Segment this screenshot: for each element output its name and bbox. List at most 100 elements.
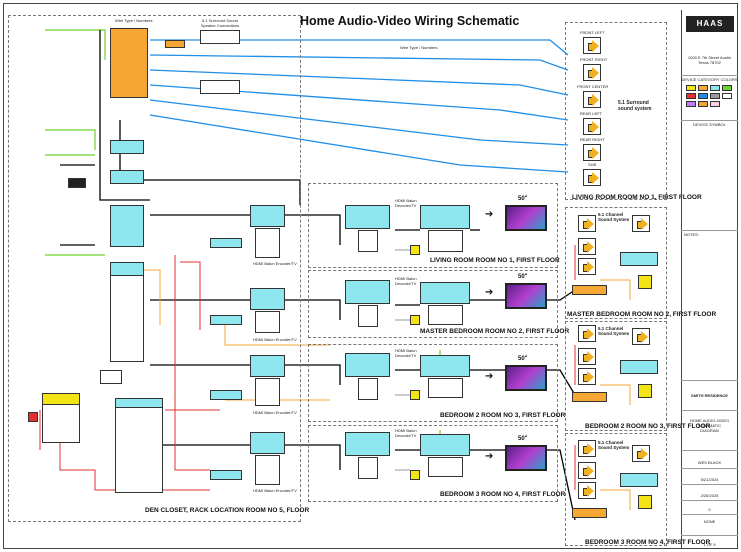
encoder-3 (250, 355, 285, 377)
company-logo: HAAS (686, 16, 734, 32)
encoder-3-label: HDMI Balun Encoder/TV (253, 410, 297, 415)
encoder-1-label: HDMI Balun Encoder/TV (253, 261, 297, 266)
encoder-1-body (255, 228, 280, 258)
bed2-remote (410, 390, 420, 400)
bed2-label: BEDROOM 2 ROOM NO 3, FIRST FLOOR (440, 412, 566, 419)
closet-label: DEN CLOSET, RACK LOCATION ROOM NO 5, FLO… (145, 507, 310, 514)
wire-orange-6 (600, 489, 631, 510)
master-receiver (420, 282, 470, 304)
living-receiver (420, 205, 470, 229)
wire-orange-4 (600, 279, 631, 300)
red-device (28, 412, 38, 422)
wire-type-label-top: Wire Type / Numbers (115, 18, 153, 23)
drawn-by-cell (681, 450, 738, 466)
master-decoder (345, 280, 390, 304)
rev-cell (681, 500, 738, 514)
master-decoder-label: HDMI Balun Decoder/TV (395, 276, 417, 286)
bed3-receiver-body (428, 457, 463, 477)
battery-device (100, 370, 122, 384)
front-center-speaker-icon (583, 91, 601, 108)
wire-black-trunk-1 (99, 30, 150, 201)
wire-black-14 (470, 289, 576, 301)
legend-swatch-2 (698, 85, 708, 91)
right-bed2-label: BEDROOM 2 ROOM NO 3, FIRST FLOOR (585, 423, 711, 430)
wire-red-1 (174, 255, 210, 471)
wire-green-2 (45, 129, 96, 150)
room-living (308, 183, 558, 268)
bed2-decoder-body (358, 378, 378, 400)
notes-title: NOTES: (684, 232, 699, 237)
rear-right-speaker-icon (583, 144, 601, 161)
spk-label-rl: REAR LEFT (580, 111, 603, 116)
encoder-3-body (255, 378, 280, 406)
bed3-spk-2-icon (578, 462, 596, 479)
network-switch-header (110, 262, 144, 276)
bed2-channel-label: 5.1 Channel Sound System (598, 326, 630, 336)
legend-swatch-11 (710, 101, 720, 107)
legend-swatch-1 (686, 85, 696, 91)
company-address: 1000 E 7th Street Austin Texas 78702 (687, 55, 732, 65)
drawn-by: WES BLACK (697, 460, 722, 465)
spk-label-sub: SUB (588, 162, 597, 167)
master-spk-1-icon (578, 215, 596, 232)
bed3-tv-size: 50" (518, 436, 528, 442)
master-tv-size: 50" (518, 274, 528, 280)
master-volume (638, 275, 652, 289)
bed3-wall-plate (572, 508, 607, 518)
streaming-device-2 (110, 170, 144, 184)
scale-cell (681, 514, 738, 528)
bed3-label: BEDROOM 3 ROOM NO 4, FIRST FLOOR (440, 491, 566, 498)
wire-black-8 (285, 364, 341, 385)
power-supply-2 (210, 315, 242, 325)
wire-black-10 (285, 444, 341, 470)
wire-red-2 (180, 261, 201, 330)
encoder-4-body (255, 455, 280, 485)
patch-panel (115, 398, 163, 493)
bed3-arrow: ➔ (485, 451, 494, 462)
legend-swatch-3 (710, 85, 720, 91)
legend-swatch-8 (722, 93, 732, 99)
front-left-speaker-icon (583, 37, 601, 54)
drawing-frame (3, 3, 738, 549)
network-switch (110, 262, 144, 362)
title-block (681, 10, 739, 549)
room-master (308, 270, 558, 338)
master-arrow: ➔ (485, 287, 494, 298)
bed2-spk-4-icon (632, 328, 650, 345)
bed2-tv (505, 365, 547, 391)
notes-cell (681, 230, 738, 370)
bed2-arrow: ➔ (485, 371, 494, 382)
right-master-label: MASTER BEDROOM ROOM NO 2, FIRST FLOOR (567, 311, 717, 318)
room-right-master (565, 207, 667, 319)
power-conditioner-header (42, 393, 80, 405)
surround-system-label: 5.1 Surround sound system (618, 100, 652, 112)
date2-cell (681, 484, 738, 500)
encoder-2-body (255, 311, 280, 333)
wire-black-18 (470, 449, 576, 521)
living-decoder-body (358, 230, 378, 252)
wire-type-label-mid: Wire Type / Numbers (400, 45, 438, 50)
power-supply-3 (210, 390, 242, 400)
master-label: MASTER BEDROOM ROOM NO 2, FIRST FLOOR (420, 328, 570, 335)
wire-orange-1 (140, 269, 161, 325)
hdmi-matrix (110, 205, 144, 247)
bed3-spk-1-icon (578, 440, 596, 457)
room-right-bed3 (565, 433, 667, 546)
bed2-spk-2-icon (578, 348, 596, 365)
wire-orange-5 (600, 384, 631, 405)
master-tv (505, 283, 547, 309)
av-receiver (110, 28, 148, 98)
bed3-decoder-body (358, 457, 378, 479)
legend-swatch-5 (686, 93, 696, 99)
wire-green-1 (45, 29, 106, 60)
bed2-volume (638, 384, 652, 398)
encoder-2-label: HDMI Balun Encoder/TV (253, 337, 297, 342)
right-living-label: LIVING ROOM ROOM NO 1, FIRST FLOOR (572, 194, 702, 201)
wire-orange-2 (224, 320, 330, 346)
page-title: Home Audio-Video Wiring Schematic (300, 14, 520, 28)
right-bed3-label: BEDROOM 3 ROOM NO 4, FIRST FLOOR (585, 539, 711, 546)
sheet-number: 1 OF 9 (703, 542, 716, 547)
drawing-title: HOME AUDIO-VIDEO SCHEMATIC DIAGRAM (689, 418, 730, 433)
living-arrow: ➔ (485, 209, 494, 220)
bed3-remote (410, 470, 420, 480)
